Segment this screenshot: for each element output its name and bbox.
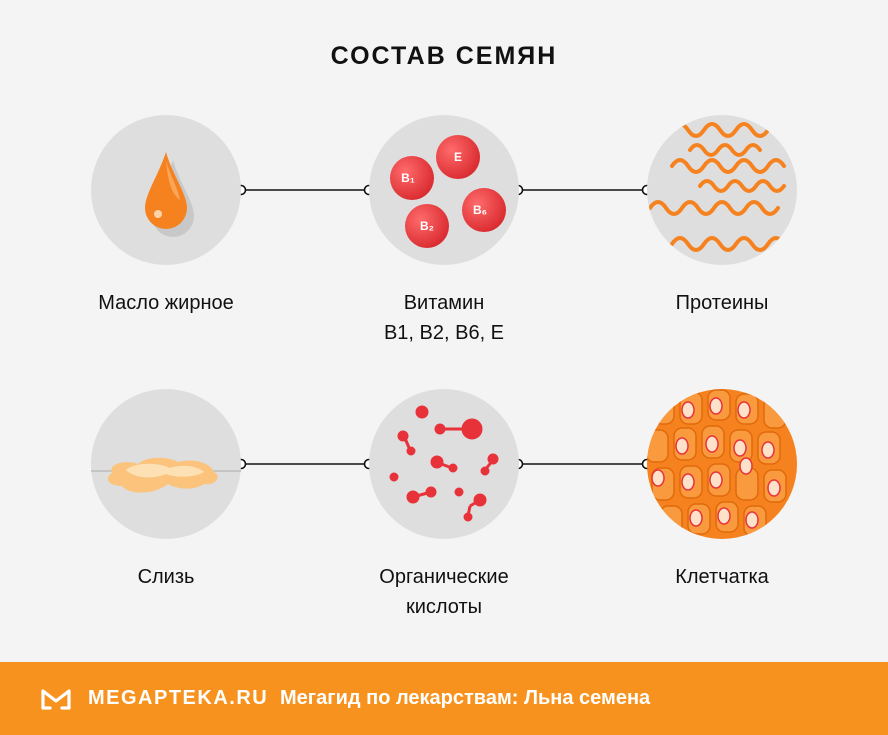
connector-acids-fiber [512, 458, 653, 470]
vitamin-b1-badge: B₁ [401, 171, 415, 185]
vitamin-b2-badge: B₂ [420, 219, 434, 233]
label-proteins: Протеины [675, 292, 769, 314]
vitamin-e-badge: E [454, 150, 462, 164]
logo-icon [41, 689, 71, 710]
connector-mucus-acids [235, 458, 375, 470]
composition-diagram: B₁ E B₆ B₂ [91, 115, 797, 539]
molecules-icon [369, 389, 519, 539]
mucus-puddle-icon [91, 389, 241, 539]
page-title: СОСТАВ СЕМЯН [330, 42, 558, 70]
vitamin-b6-badge: B₆ [473, 203, 487, 217]
label-mucus: Слизь [137, 566, 195, 588]
brand-name[interactable]: MEGAPTEKA.RU [88, 687, 269, 709]
footer-bar: MEGAPTEKA.RU Мегагид по лекарствам: Льна… [0, 662, 888, 735]
label-oil: Масло жирное [98, 292, 234, 314]
connector-oil-vitamin [235, 184, 375, 196]
fiber-cells-icon [647, 389, 797, 539]
label-fiber: Клетчатка [675, 566, 769, 588]
vitamin-balls-icon: B₁ E B₆ B₂ [369, 115, 519, 265]
connector-vitamin-protein [512, 184, 653, 196]
protein-strands-icon [647, 115, 797, 265]
oil-drop-icon [91, 115, 241, 265]
footer-tagline: Мегагид по лекарствам: Льна семена [280, 687, 651, 709]
